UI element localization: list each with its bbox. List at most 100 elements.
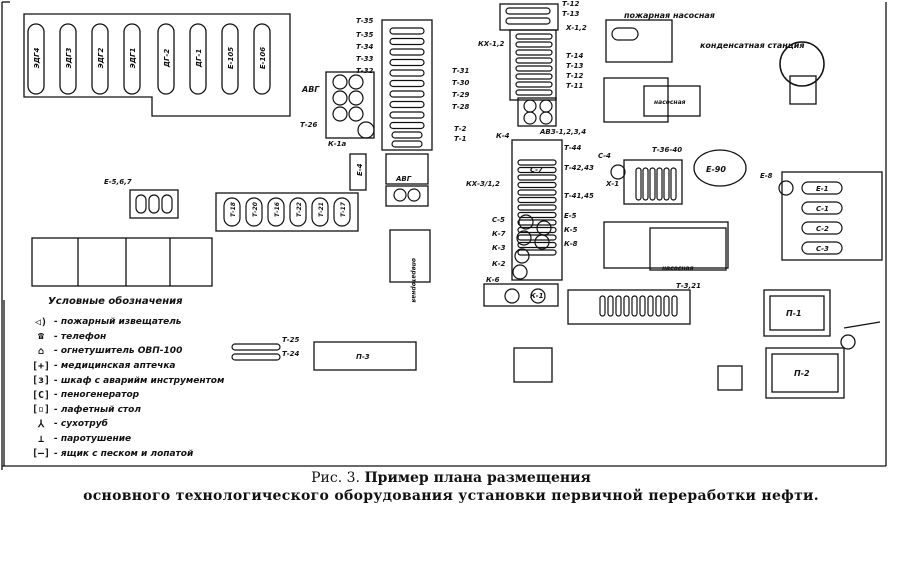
p2-label: П-2 [794,369,810,378]
t321-capsule [599,295,606,317]
left-building [31,237,213,287]
avg-circle [332,106,348,122]
dg-unit [27,23,45,95]
kh-capsule [515,73,553,80]
s7-label: С-7 [530,166,543,174]
fire-pump [611,27,639,41]
k8-label: К-8 [564,240,578,248]
k-circle [530,288,546,304]
t-row-label: Т-16 [274,202,281,217]
t12-label: Т-12 [562,0,580,8]
kh12-label: КХ-1,2 [478,40,505,48]
avg-block-left [325,71,375,139]
pump-house2-label: насосная [662,265,694,272]
legend-item: ⅄- сухотруб [28,417,288,432]
x1-capsule [635,167,642,201]
e90-label: Е-90 [706,165,726,174]
k2-label: К-2 [492,260,506,268]
t-right-label: Т-14 [566,52,584,60]
k4-capsule [517,219,557,226]
avg-circle [348,74,364,90]
k6-label: К-6 [486,276,500,284]
dg-unit-label: Е-105 [227,47,235,69]
kh-capsule [505,17,551,25]
x1-capsule [642,167,649,201]
x1-capsule [656,167,663,201]
k-circle [514,248,530,264]
kh-capsule [515,89,553,96]
t-label: Т-30 [452,79,470,87]
t-row-capsule [245,197,263,227]
avg-circle [348,106,364,122]
e-tank-label: Е-1 [816,185,829,193]
t321-capsule [671,295,678,317]
k4-capsule [517,234,557,241]
e8-label: Е-8 [760,172,773,180]
legend-item: [з]- шкаф с аварийм инструментом [28,373,288,388]
dg-unit [59,23,77,95]
kh12-column [509,29,557,101]
pump-house-label: насосная [654,99,686,106]
t24-label: Т-24 [282,350,300,358]
legend-item: ☎- телефон [28,330,288,345]
k4-column [511,139,563,281]
foam-generator-icon: [С] [31,389,51,401]
k5-label: К-5 [564,226,578,234]
figure-caption-prefix: Рис. 3. [311,470,365,486]
avg-circle [348,90,364,106]
k4-capsule [517,174,557,181]
e8-tank [801,201,843,215]
t321-capsule [631,295,638,317]
avz-circle [523,99,537,113]
t-row-label: Т-21 [318,202,325,217]
legend: Условные обозначения ◁)- пожарный извеща… [28,296,288,461]
dg-unit [157,23,175,95]
k-circle [512,264,528,280]
kh-capsule [515,65,553,72]
transformer-capsule [391,140,423,148]
transformer-capsule [389,79,425,88]
legend-item-label: - пожарный извещатель [54,317,182,328]
transformer-capsule [389,90,425,98]
avz-label: АВЗ-1,2,3,4 [539,128,586,136]
avz-circle [539,111,553,125]
transformer-capsule [389,58,425,67]
t-row-capsule [289,197,307,227]
t-row-capsule [223,197,241,227]
kh-capsule [515,33,553,40]
legend-item-label: - шкаф с аварийм инструментом [54,375,225,386]
dg-building [23,13,291,117]
operator-label: операторная [410,258,417,303]
t3640-label: Т-36-40 [652,146,682,154]
figure-caption-line2: основного технологического оборудования … [83,488,819,504]
legend-item: ⊥- паротушение [28,432,288,447]
p3-block [313,341,417,371]
t26-label: Т-26 [300,121,318,129]
p3-label: П-3 [356,353,370,361]
t-label: Т-31 [452,67,470,75]
e-tank-label: С-3 [816,245,829,253]
t44-label: Т-44 [564,144,582,152]
t-label: Т-29 [452,91,470,99]
first-aid-icon: [+] [31,360,51,372]
s5-label: С-5 [492,216,505,224]
avg-circle [407,188,421,202]
extinguisher-icon: ⌂ [37,345,45,357]
legend-item-label: - сухотруб [54,419,108,430]
t-row-capsule [311,197,329,227]
dg-unit-label: ЭДГ3 [65,48,73,69]
k1a-label: К-1а [328,140,346,148]
monitor-table-icon: [▫] [31,404,51,416]
avg-mid-label: АВГ [395,175,412,183]
t-label: Т-35 [356,31,374,39]
avg-circle [393,188,407,202]
dg-unit-label: Е-106 [259,47,267,69]
legend-item: ◁)- пожарный извещатель [28,315,288,330]
t321-label: Т-3,21 [676,282,701,290]
legend-item-label: - медицинская аптечка [54,361,176,372]
t-row-capsule [267,197,285,227]
s4-label: С-4 [598,152,611,160]
transformer-capsule [389,37,425,46]
e8-circle [778,180,794,196]
